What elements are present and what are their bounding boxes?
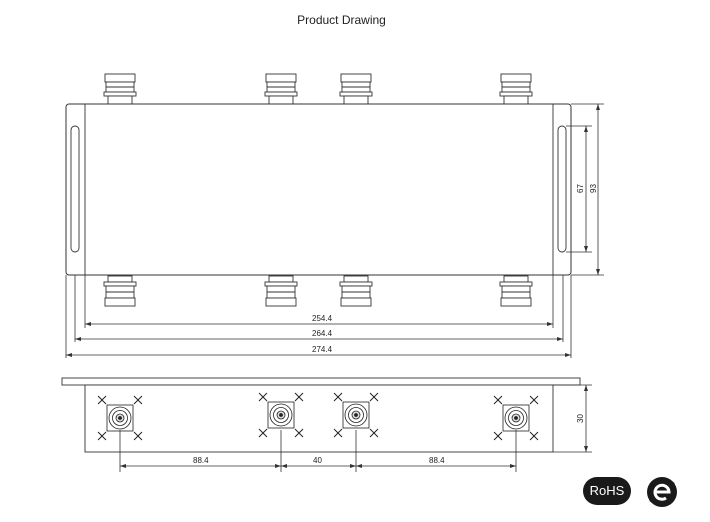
mount-slot-left [70, 125, 80, 253]
connector-top-1 [103, 73, 137, 105]
rohs-badge: RoHS [583, 477, 631, 505]
dim-end-height: 30 [576, 414, 585, 423]
dim-body-height: 93 [589, 184, 598, 193]
dim-spacing-right: 88.4 [429, 456, 445, 465]
drawing-title: Product Drawing [297, 13, 386, 27]
connector-bottom-1 [103, 275, 137, 307]
e-compliance-icon [647, 477, 677, 507]
connector-bottom-4 [499, 275, 533, 307]
connector-bottom-2 [264, 275, 298, 307]
connector-bottom-3 [339, 275, 373, 307]
connector-top-2 [264, 73, 298, 105]
dim-middle-length: 264.4 [312, 329, 333, 338]
dim-spacing-left: 88.4 [193, 456, 209, 465]
top-dimensions [65, 275, 572, 358]
base-plate [61, 377, 581, 386]
mount-slot-right [557, 125, 567, 253]
end-view [61, 377, 581, 453]
dim-inner-length: 254.4 [312, 314, 333, 323]
end-dimensions [119, 384, 592, 472]
connector-top-4 [499, 73, 533, 105]
dim-spacing-middle: 40 [313, 456, 322, 465]
end-body [84, 384, 554, 453]
top-view [65, 73, 572, 307]
housing-body [65, 103, 572, 276]
top-dim-arrows [66, 322, 571, 357]
dim-overall-length: 274.4 [312, 345, 333, 354]
connector-top-3 [339, 73, 373, 105]
side-dimensions [566, 103, 604, 276]
dim-mount-height: 67 [576, 184, 585, 193]
